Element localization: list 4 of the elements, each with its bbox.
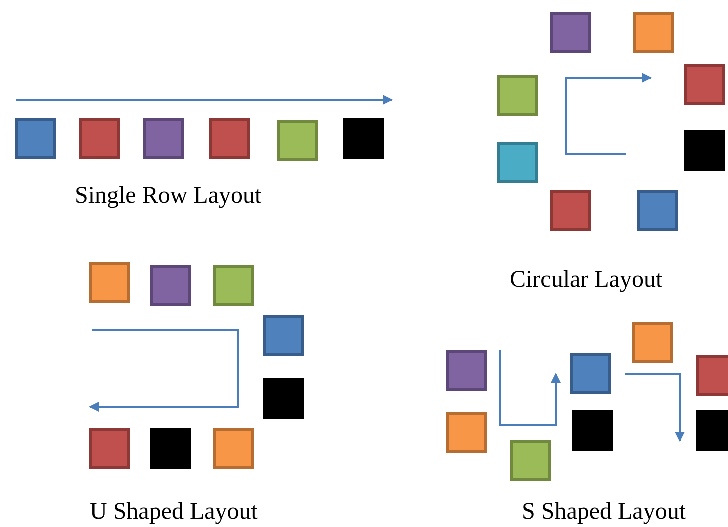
layout-caption: U Shaped Layout xyxy=(90,498,258,526)
layout-caption: Circular Layout xyxy=(510,266,663,294)
layout-caption: S Shaped Layout xyxy=(522,498,686,526)
layout-caption: Single Row Layout xyxy=(75,182,262,210)
